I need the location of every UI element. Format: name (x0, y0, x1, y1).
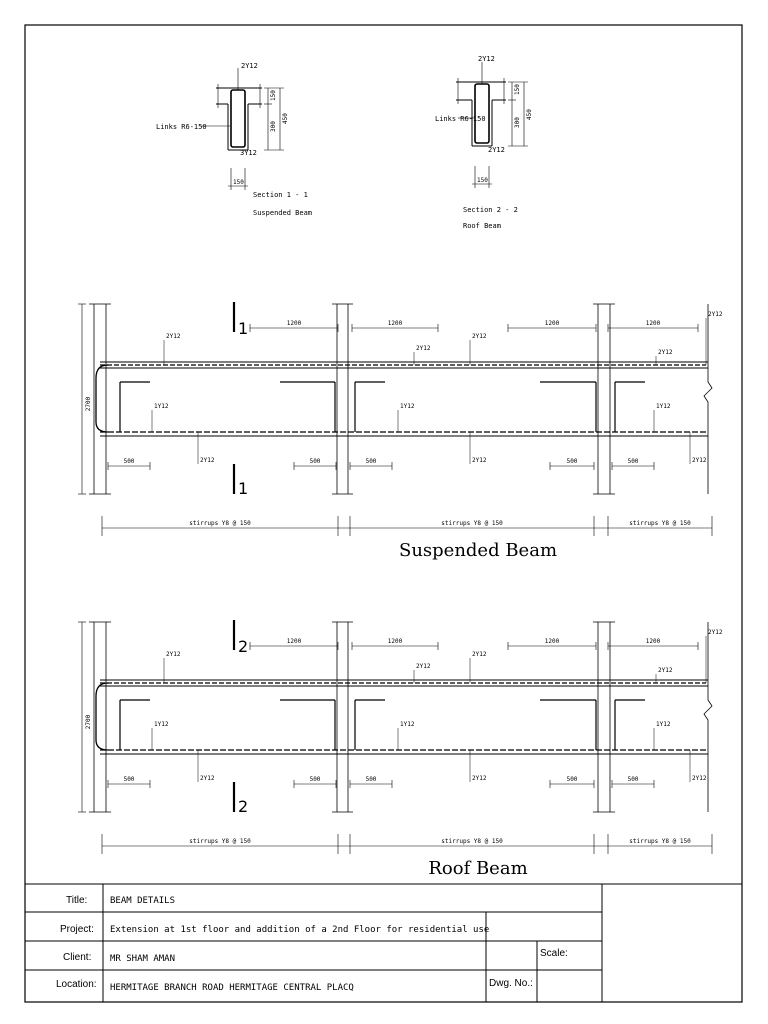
section-mark-bottom: 2 (238, 797, 248, 816)
section-2-2 (456, 62, 528, 188)
top-dim-label: 1200 (545, 638, 560, 645)
section1-width-dim: 150 (233, 179, 244, 186)
section2-flange-dim: 150 (514, 84, 521, 95)
bar-label: 2Y12 (472, 775, 487, 782)
client-value: MR SHAM AMAN (110, 954, 175, 964)
section2-bottom-bar-label: 2Y12 (488, 146, 505, 154)
height-dim-label: 2700 (85, 714, 92, 729)
bar-label: 2Y12 (200, 775, 215, 782)
bar-label: 2Y12 (166, 333, 181, 340)
section2-links-label: Links R6-150 (435, 115, 486, 123)
bar-label: 2Y12 (472, 333, 487, 340)
section2-caption-2: Roof Beam (463, 222, 501, 230)
title-block (24, 883, 743, 1003)
stirrup-label: stirrups Y8 @ 150 (189, 520, 251, 527)
bottom-dim-label: 500 (628, 776, 639, 783)
section1-caption-2: Suspended Beam (253, 209, 312, 217)
location-value: HERMITAGE BRANCH ROAD HERMITAGE CENTRAL … (110, 983, 354, 993)
stirrup-label: stirrups Y8 @ 150 (441, 838, 503, 845)
end-hook (95, 682, 109, 751)
bar-label: 2Y12 (692, 457, 707, 464)
bar-label: 2Y12 (658, 349, 673, 356)
section-mark-top: 1 (238, 319, 248, 338)
section-mark-top: 2 (238, 637, 248, 656)
bar-label: 2Y12 (472, 457, 487, 464)
dwg-no-label: Dwg. No.: (489, 978, 533, 989)
location-label: Location: (56, 979, 97, 990)
bar-label: 2Y12 (692, 775, 707, 782)
top-dim-label: 1200 (287, 638, 302, 645)
bottom-dim-label: 500 (366, 776, 377, 783)
bottom-dim-label: 500 (567, 458, 578, 465)
sheet-border (24, 24, 743, 1003)
stirrup-label: stirrups Y8 @ 150 (189, 838, 251, 845)
section1-flange-dim: 150 (270, 90, 277, 101)
break-line (703, 622, 713, 812)
bottom-dim-label: 500 (310, 776, 321, 783)
section1-links-label: Links R6-150 (156, 123, 207, 131)
top-dim-label: 1200 (545, 320, 560, 327)
bar-label: 2Y12 (416, 663, 431, 670)
project-value: Extension at 1st floor and addition of a… (110, 925, 489, 935)
suspended-beam-elevation: 1200 1200 1200 1200 500 500 500 500 500 2Y12 2Y12 2… (78, 302, 723, 561)
bar-label: 1Y12 (656, 403, 671, 410)
bar-label: 1Y12 (656, 721, 671, 728)
section2-top-bar-label: 2Y12 (478, 55, 495, 63)
bar-label: 2Y12 (416, 345, 431, 352)
top-dim-label: 1200 (646, 638, 661, 645)
section2-total-dim: 450 (526, 109, 533, 120)
section1-web-dim: 300 (270, 121, 277, 132)
bar-label: 2Y12 (166, 651, 181, 658)
elevation-title: Suspended Beam (399, 540, 557, 561)
bar-label: 1Y12 (154, 721, 169, 728)
end-hook (95, 364, 109, 433)
bottom-dim-label: 500 (124, 776, 135, 783)
section-1-1 (201, 68, 284, 190)
section2-web-dim: 300 (514, 117, 521, 128)
bar-label: 1Y12 (154, 403, 169, 410)
height-dim-label: 2700 (85, 396, 92, 411)
bottom-dim-label: 500 (567, 776, 578, 783)
top-dim-label: 1200 (388, 320, 403, 327)
stirrup-label: stirrups Y8 @ 150 (629, 520, 691, 527)
stirrup-label: stirrups Y8 @ 150 (441, 520, 503, 527)
top-dim-label: 1200 (287, 320, 302, 327)
project-label: Project: (60, 924, 94, 935)
title-value: BEAM DETAILS (110, 896, 175, 906)
stirrup-label: stirrups Y8 @ 150 (629, 838, 691, 845)
elevation-title: Roof Beam (428, 858, 527, 879)
break-line (703, 304, 713, 494)
top-dim-label: 1200 (388, 638, 403, 645)
section1-caption-1: Section 1 - 1 (253, 191, 308, 199)
bar-label: 2Y12 (708, 311, 723, 318)
bar-label: 1Y12 (400, 403, 415, 410)
section-mark-bottom: 1 (238, 479, 248, 498)
section1-total-dim: 450 (282, 113, 289, 124)
client-label: Client: (63, 952, 91, 963)
section2-width-dim: 150 (477, 177, 488, 184)
title-label: Title: (66, 895, 87, 906)
bottom-dim-label: 500 (310, 458, 321, 465)
section2-caption-1: Section 2 - 2 (463, 206, 518, 214)
roof-beam-elevation: 1200 1200 1200 1200 500 500 500 500 500 2Y12 2Y12 2… (78, 620, 723, 879)
bar-label: 2Y12 (200, 457, 215, 464)
section1-bottom-bar-label: 3Y12 (240, 149, 257, 157)
scale-label: Scale: (540, 948, 568, 959)
section1-top-bar-label: 2Y12 (241, 62, 258, 70)
bottom-dim-label: 500 (124, 458, 135, 465)
bar-label: 1Y12 (400, 721, 415, 728)
top-dim-label: 1200 (646, 320, 661, 327)
bottom-dim-label: 500 (366, 458, 377, 465)
bottom-dim-label: 500 (628, 458, 639, 465)
bar-label: 2Y12 (708, 629, 723, 636)
bar-label: 2Y12 (472, 651, 487, 658)
bar-label: 2Y12 (658, 667, 673, 674)
